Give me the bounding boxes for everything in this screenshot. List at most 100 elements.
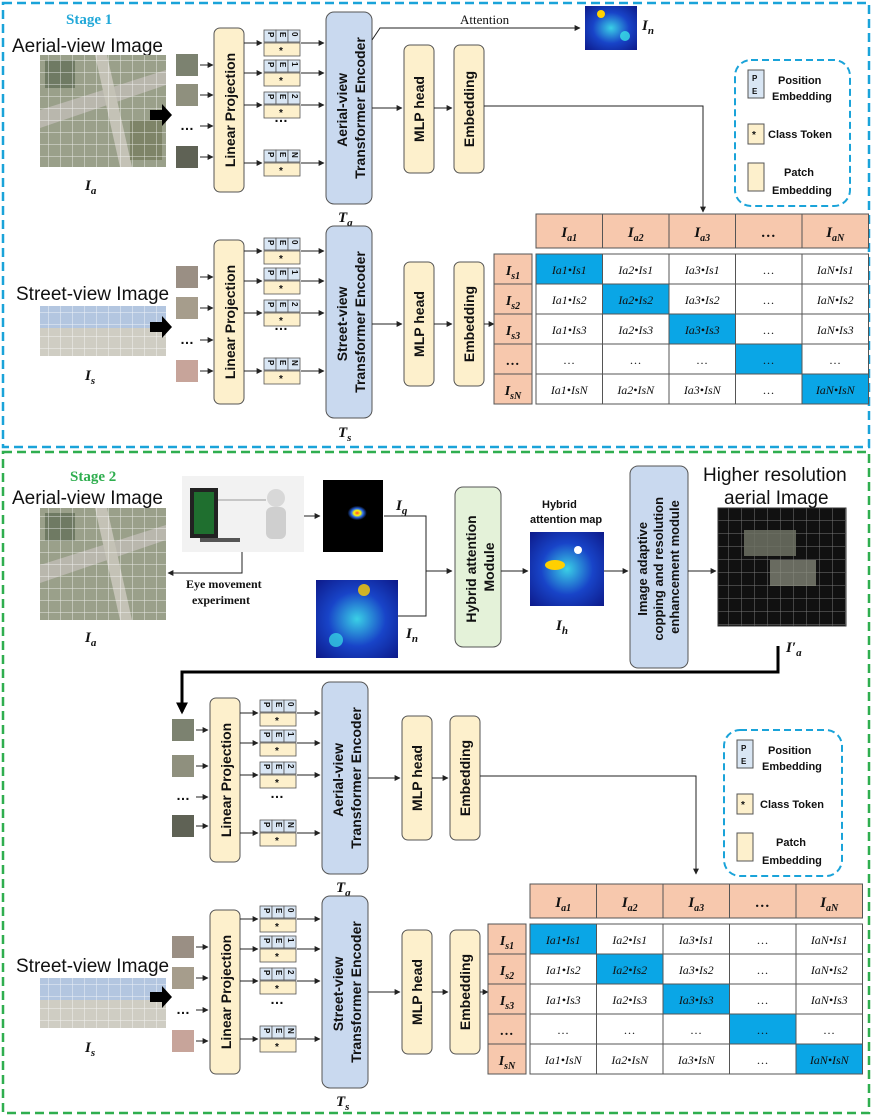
matrix-cell-label: Ia2•Is2 bbox=[617, 293, 653, 307]
matrix-cell-label: … bbox=[763, 353, 774, 367]
class-token-star: * bbox=[279, 254, 283, 265]
matrix-cell-label: Ia2•Is1 bbox=[617, 263, 653, 277]
matrix-row-header bbox=[493, 283, 533, 315]
svg-text:Embedding: Embedding bbox=[772, 185, 832, 197]
stage2-aerial-patches: … bbox=[172, 719, 209, 837]
svg-text:Linear Projection: Linear Projection bbox=[218, 723, 234, 837]
matrix-cell-diagonal bbox=[801, 373, 869, 405]
matrix-row-header-label: Is2 bbox=[505, 294, 520, 312]
eye-movement-label-2: experiment bbox=[192, 593, 250, 607]
matrix-col-header bbox=[735, 213, 803, 249]
stage2-aerial-image bbox=[40, 508, 166, 620]
stage2-street-patches: … bbox=[172, 936, 209, 1052]
matrix-cell bbox=[596, 983, 664, 1015]
stage1-aerial-caption: Aerial-view Image bbox=[12, 36, 163, 57]
matrix-cell-label: Ia1•IsN bbox=[544, 1053, 583, 1067]
position-embedding-letter: 2 bbox=[290, 94, 299, 99]
position-embedding-letter: P bbox=[266, 240, 275, 246]
stage2-frame bbox=[1, 450, 871, 1115]
stage1-street-symbol: Is bbox=[84, 368, 95, 387]
stage2-street-image bbox=[40, 978, 166, 1028]
position-embedding-letter: E bbox=[278, 152, 287, 158]
svg-text:MLP head: MLP head bbox=[409, 745, 425, 811]
position-embedding-cell bbox=[283, 729, 297, 743]
stage1-legend: P E Position Embedding * Class Token Pat… bbox=[734, 59, 851, 207]
position-embedding-letter: E bbox=[278, 240, 287, 246]
stage2-feedback-arrow bbox=[176, 646, 780, 715]
class-token-cell bbox=[259, 918, 297, 933]
stage1-street-encoder-label: Street-view Transformer Encoder bbox=[334, 251, 368, 393]
svg-text:Embedding: Embedding bbox=[457, 740, 473, 816]
matrix-row-header-label: Is3 bbox=[505, 324, 520, 342]
matrix-cell-label: IaN•Is2 bbox=[810, 963, 848, 977]
class-token-star: * bbox=[279, 166, 283, 177]
svg-text:Ia: Ia bbox=[84, 630, 97, 649]
matrix-cell bbox=[662, 953, 730, 985]
position-embedding-letter: E bbox=[274, 908, 283, 914]
svg-text:Embedding: Embedding bbox=[772, 91, 832, 103]
class-token-star: * bbox=[279, 76, 283, 87]
matrix-cell-label: Ia1•IsN bbox=[550, 383, 589, 397]
matrix-col-header bbox=[529, 883, 597, 919]
matrix-cell-label: Ia3•IsN bbox=[683, 383, 722, 397]
position-embedding-cell bbox=[283, 819, 297, 833]
matrix-row-header-label: Is3 bbox=[499, 994, 514, 1012]
position-embedding-cell bbox=[283, 905, 297, 919]
matrix-cell-label: IaN•IsN bbox=[815, 383, 856, 397]
matrix-cell bbox=[662, 1043, 730, 1075]
position-embedding-letter: E bbox=[278, 62, 287, 68]
matrix-cell-label: … bbox=[757, 963, 768, 977]
matrix-col-header-label: Ia3 bbox=[693, 225, 710, 244]
matrix-row-header-label: IsN bbox=[504, 384, 522, 402]
position-embedding-letter: 2 bbox=[290, 302, 299, 307]
position-embedding-letter: E bbox=[278, 270, 287, 276]
matrix-cell bbox=[602, 373, 670, 405]
position-embedding-letter: N bbox=[286, 1028, 295, 1034]
matrix-row-header-label: Is1 bbox=[499, 934, 514, 952]
svg-text:Embedding: Embedding bbox=[457, 954, 473, 1030]
matrix-cell bbox=[735, 253, 803, 285]
position-embedding-cell bbox=[283, 1025, 297, 1039]
svg-text:*: * bbox=[741, 800, 745, 811]
matrix-cell bbox=[801, 343, 869, 375]
matrix-cell-label: Ia2•Is3 bbox=[611, 993, 647, 1007]
stage2-higher-resolution-image bbox=[717, 507, 847, 627]
position-embedding-cell bbox=[287, 29, 301, 43]
class-token-star: * bbox=[275, 952, 279, 963]
matrix-row-header-label: Is1 bbox=[505, 264, 520, 282]
matrix-row-header bbox=[487, 1043, 527, 1075]
position-embedding-letter: N bbox=[286, 822, 295, 828]
class-token-star: * bbox=[275, 746, 279, 757]
position-embedding-letter: 1 bbox=[286, 938, 295, 943]
position-embedding-cell bbox=[287, 357, 301, 371]
matrix-cell bbox=[602, 313, 670, 345]
matrix-cell-label: IaN•Is1 bbox=[816, 263, 854, 277]
matrix-cell-label: Ia3•Is2 bbox=[684, 293, 720, 307]
matrix-cell-label: … bbox=[564, 353, 575, 367]
stage1-street-arrow bbox=[150, 316, 172, 338]
svg-text:Embedding: Embedding bbox=[762, 855, 822, 867]
position-embedding-letter: E bbox=[278, 32, 287, 38]
stage1-aerial-symbol: Ia bbox=[84, 178, 97, 197]
matrix-cell-label: Ia2•Is3 bbox=[617, 323, 653, 337]
matrix-cell-label: … bbox=[824, 1023, 835, 1037]
stage1-aerial-embedding bbox=[453, 44, 485, 174]
matrix-cell-label: Ia1•Is1 bbox=[551, 263, 587, 277]
matrix-cell-label: … bbox=[763, 263, 774, 277]
svg-text:Embedding: Embedding bbox=[762, 761, 822, 773]
stage2-legend: P E Position Embedding * Class Token Pat… bbox=[723, 729, 843, 877]
matrix-cell-label: … bbox=[830, 353, 841, 367]
matrix-cell-label: IaN•Is3 bbox=[816, 323, 854, 337]
matrix-cell-label: Ia3•Is3 bbox=[678, 993, 714, 1007]
patch-thumb bbox=[176, 54, 198, 76]
stage2-hybrid-module bbox=[454, 486, 502, 648]
position-embedding-letter: P bbox=[262, 908, 271, 914]
matrix-cell bbox=[662, 1013, 730, 1045]
matrix-cell bbox=[795, 983, 863, 1015]
